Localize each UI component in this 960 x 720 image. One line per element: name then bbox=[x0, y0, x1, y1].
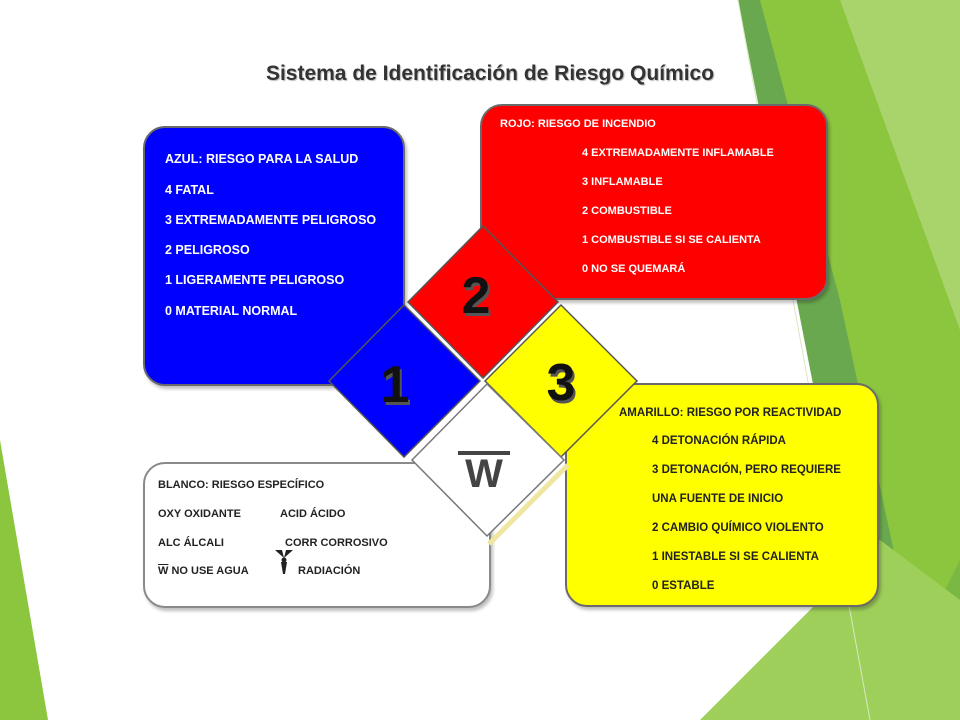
health-heading: AZUL: RIESGO PARA LA SALUD bbox=[165, 152, 359, 166]
reactivity-panel: AMARILLO: RIESGO POR REACTIVIDAD 4 DETON… bbox=[565, 383, 879, 607]
health-diamond bbox=[327, 303, 482, 459]
water-text: NO USE AGUA bbox=[168, 565, 249, 577]
fire-heading: ROJO: RIESGO DE INCENDIO bbox=[500, 118, 656, 130]
fire-value: 2 bbox=[462, 267, 491, 325]
reactivity-heading: AMARILLO: RIESGO POR REACTIVIDAD bbox=[619, 407, 842, 419]
fire-value-shadow: 2 bbox=[464, 270, 493, 328]
fire-level-4: 4 EXTREMADAMENTE INFLAMABLE bbox=[582, 147, 774, 159]
health-panel: AZUL: RIESGO PARA LA SALUD 4 FATAL 3 EXT… bbox=[143, 126, 405, 386]
radiation-icon bbox=[275, 550, 293, 574]
specific-panel: BLANCO: RIESGO ESPECÍFICO OXY OXIDANTE A… bbox=[143, 462, 491, 608]
reactivity-level-4: 4 DETONACIÓN RÁPIDA bbox=[652, 435, 786, 447]
acid-label: ACID ÁCIDO bbox=[280, 508, 346, 520]
water-symbol: W bbox=[158, 565, 169, 577]
slide-title: Sistema de Identificación de Riesgo Quím… bbox=[265, 62, 715, 85]
health-level-4: 4 FATAL bbox=[165, 183, 214, 197]
health-level-0: 0 MATERIAL NORMAL bbox=[165, 304, 298, 318]
health-value: 1 bbox=[381, 356, 410, 414]
health-value-shadow: 1 bbox=[383, 359, 412, 417]
radiation-label: RADIACIÓN bbox=[298, 565, 361, 577]
fire-level-3: 3 INFLAMABLE bbox=[582, 176, 663, 188]
reactivity-value-shadow: 3 bbox=[549, 357, 578, 415]
fire-level-0: 0 NO SE QUEMARÁ bbox=[582, 263, 686, 275]
health-level-2: 2 PELIGROSO bbox=[165, 243, 250, 257]
reactivity-value: 3 bbox=[547, 354, 576, 412]
reactivity-level-1: 1 INESTABLE SI SE CALIENTA bbox=[652, 551, 819, 563]
reactivity-level-3: 3 DETONACIÓN, PERO REQUIERE bbox=[652, 464, 841, 476]
fire-level-1: 1 COMBUSTIBLE SI SE CALIENTA bbox=[582, 234, 761, 246]
health-level-1: 1 LIGERAMENTE PELIGROSO bbox=[165, 273, 345, 287]
corr-label: CORR CORROSIVO bbox=[285, 537, 388, 549]
reactivity-level-3-cont: UNA FUENTE DE INICIO bbox=[652, 493, 784, 505]
special-symbol: W bbox=[465, 452, 503, 496]
reactivity-level-2: 2 CAMBIO QUÍMICO VIOLENTO bbox=[652, 522, 824, 534]
reactivity-level-0: 0 ESTABLE bbox=[652, 580, 715, 592]
fire-diamond bbox=[406, 224, 560, 380]
oxy-label: OXY OXIDANTE bbox=[158, 508, 241, 520]
water-label: W NO USE AGUA bbox=[158, 565, 249, 577]
fire-panel: ROJO: RIESGO DE INCENDIO 4 EXTREMADAMENT… bbox=[480, 104, 828, 300]
fire-level-2: 2 COMBUSTIBLE bbox=[582, 205, 672, 217]
special-diamond bbox=[410, 382, 566, 538]
health-level-3: 3 EXTREMADAMENTE PELIGROSO bbox=[165, 213, 377, 227]
specific-heading: BLANCO: RIESGO ESPECÍFICO bbox=[158, 479, 325, 491]
alc-label: ALC ÁLCALI bbox=[158, 537, 224, 549]
